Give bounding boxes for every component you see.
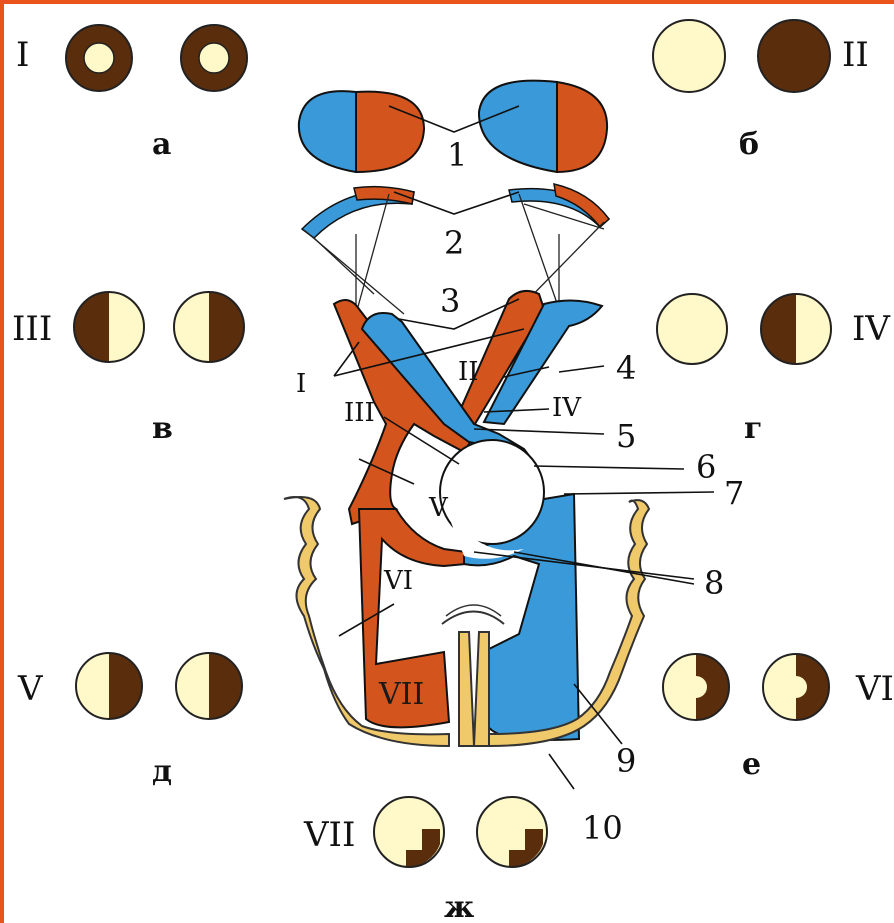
visual-field-pair-VI [663, 654, 829, 720]
right-retina-arc [509, 184, 609, 227]
panel-letter-b: б [739, 127, 759, 162]
panel-letter-d: д [152, 754, 172, 789]
lesion-label-IV: IV [552, 393, 582, 423]
panel-letter-a: а [152, 127, 171, 162]
left-retina-arc [302, 187, 414, 238]
structure-number-5: 5 [616, 417, 636, 455]
panel-roman-VII: VII [303, 815, 355, 855]
panel-letter-zh: ж [444, 890, 474, 923]
structure-number-1: 1 [447, 136, 467, 174]
visual-field-pair-IV [657, 294, 831, 364]
structure-number-6: 6 [696, 448, 716, 486]
structure-number-10: 10 [582, 809, 623, 847]
visual-field-pair-VII [374, 797, 547, 867]
panel-letter-g: г [744, 411, 762, 446]
lesion-label-VII: VII [378, 677, 424, 712]
panel-roman-III: III [12, 309, 52, 349]
lesion-label-III: III [344, 398, 375, 428]
structure-number-4: 4 [616, 349, 636, 387]
panel-roman-IV: IV [852, 309, 891, 349]
left-eye [299, 91, 424, 172]
visual-field-pair-II [653, 20, 830, 92]
structure-number-2: 2 [444, 224, 464, 262]
structure-number-7: 7 [724, 474, 744, 512]
visual-pathway-diagram: I II III IV V VI VII а б в г д е ж 1 2 3… [4, 4, 894, 923]
panel-roman-I: I [16, 35, 29, 75]
lesion-label-VI: VI [383, 566, 413, 596]
panel-letter-v: в [152, 411, 173, 446]
panel-roman-II: II [842, 35, 869, 75]
lesion-label-I: I [296, 369, 306, 399]
visual-field-pair-III [74, 292, 244, 362]
structure-number-3: 3 [440, 282, 460, 320]
panel-letter-e: е [742, 747, 761, 782]
visual-field-pair-I [66, 25, 247, 91]
lesion-label-II: II [458, 357, 479, 387]
visual-field-pair-V [76, 653, 242, 719]
lesion-label-V: V [428, 493, 449, 523]
panel-roman-V: V [17, 669, 44, 709]
panel-roman-VI: VI [855, 669, 894, 709]
structure-number-9: 9 [616, 742, 636, 780]
right-eye [479, 81, 607, 172]
structure-number-8: 8 [704, 564, 724, 602]
